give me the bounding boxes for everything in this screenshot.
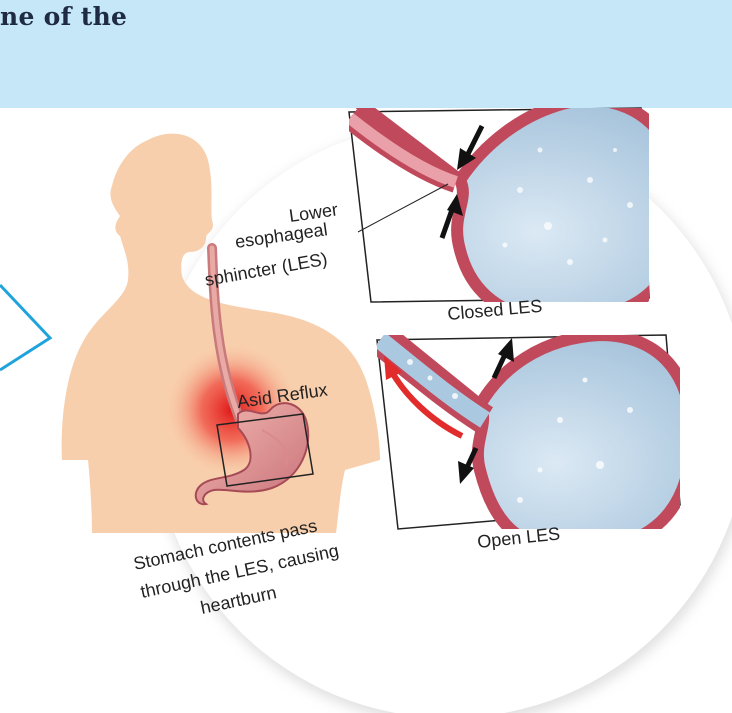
- pointer-chevron: [0, 285, 50, 370]
